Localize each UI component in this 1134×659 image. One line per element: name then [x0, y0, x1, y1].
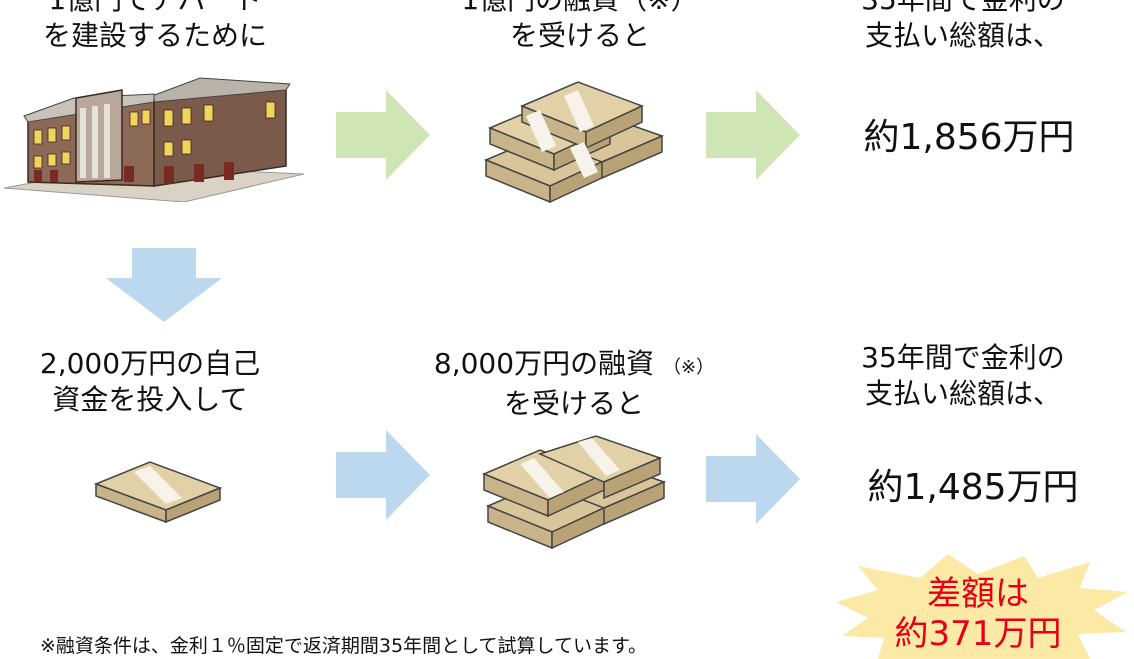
cash-bundles-icon [484, 81, 665, 204]
footnote: ※融資条件は、金利１％固定で返済期間35年間として試算しています。 [40, 635, 648, 657]
s2-total: 約1,485万円 [867, 467, 1079, 508]
apartment-building-icon [4, 77, 304, 202]
s1-step2-line1: 1億円の融資（※） [440, 0, 720, 18]
burst-shape [836, 554, 1128, 659]
s2-step3-line1: 35年間で金利の [861, 341, 1065, 374]
s1-arrow-2 [706, 90, 800, 180]
s2-step2-text: 8,000万円の融資 （※） を受けると [424, 346, 724, 422]
down-arrow [106, 248, 222, 322]
s2-step3-text: 35年間で金利の 支払い総額は、 [848, 340, 1078, 412]
s2-step1-line2: 資金を投入して [52, 383, 248, 416]
cash-bundles-icon [482, 435, 667, 550]
s1-step2-line2: を受けると [509, 19, 650, 52]
s2-step1-text: 2,000万円の自己 資金を投入して [22, 346, 278, 418]
s1-step3-text: 35年間で金利の 支払い総額は、 [848, 0, 1078, 54]
s1-total: 約1,856万円 [863, 117, 1075, 158]
s1-step3-line2: 支払い総額は、 [864, 19, 1061, 52]
s2-arrow-2 [706, 434, 800, 524]
s1-step1-text: 1億円でアパート を建設するために [30, 0, 280, 54]
s1-step3-line1: 35年間で金利の [848, 0, 1078, 18]
difference-amount: 約371万円 [894, 614, 1062, 654]
difference-label: 差額は [927, 574, 1029, 614]
s1-step1-line1: 1億円でアパート [30, 0, 280, 18]
s1-step1-line2: を建設するために [42, 19, 267, 52]
s2-step1-line1: 2,000万円の自己 [39, 347, 261, 380]
s2-step2-line1: 8,000万円の融資 （※） [424, 346, 724, 386]
s2-arrow-1 [336, 430, 430, 520]
difference-callout: 差額は 約371万円 [858, 574, 1098, 654]
s2-step2-note-mark: （※） [662, 357, 715, 378]
s2-step2-amount: 8,000万円の融資 [433, 347, 655, 380]
cash-bundle-icon [94, 461, 222, 524]
s2-step3-line2: 支払い総額は、 [864, 377, 1061, 410]
s1-arrow-1 [336, 90, 430, 180]
s1-step2-text: 1億円の融資（※） を受けると [440, 0, 720, 54]
s2-step2-line2: を受けると [503, 387, 644, 420]
